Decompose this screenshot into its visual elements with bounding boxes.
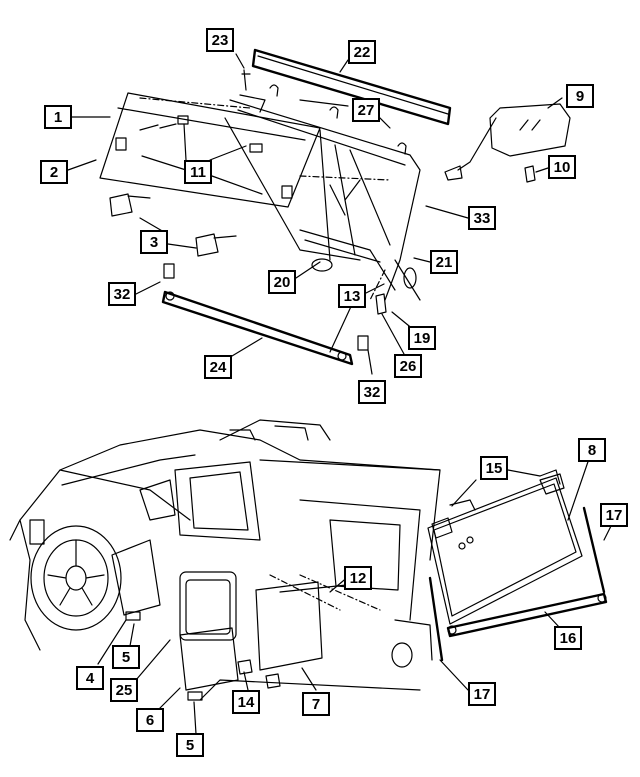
- header-seal: [251, 48, 452, 126]
- liftgate-struts: [428, 506, 608, 662]
- callout-5-bottom: 5: [176, 733, 204, 757]
- callout-13: 13: [338, 284, 366, 308]
- side-glass: [111, 539, 381, 701]
- callout-16: 16: [554, 626, 582, 650]
- callout-9: 9: [566, 84, 594, 108]
- callout-4: 4: [76, 666, 104, 690]
- callout-21: 21: [430, 250, 458, 274]
- windshield-frame: [224, 94, 421, 301]
- callout-22: 22: [348, 40, 376, 64]
- callout-24: 24: [204, 355, 232, 379]
- callout-14: 14: [232, 690, 260, 714]
- liftgate-glass: [427, 469, 583, 625]
- callout-15: 15: [480, 456, 508, 480]
- dash-lines: [139, 97, 391, 301]
- callout-27: 27: [352, 98, 380, 122]
- callout-32-top: 32: [108, 282, 136, 306]
- callout-12: 12: [344, 566, 372, 590]
- callout-17-bottom: 17: [468, 682, 496, 706]
- callout-32-bottom: 32: [358, 380, 386, 404]
- cowl-seal: [161, 290, 354, 366]
- hinges: [109, 193, 387, 351]
- callout-1: 1: [44, 105, 72, 129]
- callout-33: 33: [468, 206, 496, 230]
- callout-2: 2: [40, 160, 68, 184]
- callout-7: 7: [302, 692, 330, 716]
- callout-8: 8: [578, 438, 606, 462]
- mirror: [444, 103, 571, 183]
- leader-lines: [67, 53, 615, 735]
- callout-3: 3: [140, 230, 168, 254]
- clips: [241, 69, 407, 155]
- callout-23: 23: [206, 28, 234, 52]
- callout-17-top: 17: [600, 503, 628, 527]
- callout-20: 20: [268, 270, 296, 294]
- callout-6: 6: [136, 708, 164, 732]
- windshield-glass: [99, 92, 321, 208]
- callout-11: 11: [184, 160, 212, 184]
- callout-10: 10: [548, 155, 576, 179]
- callout-19: 19: [408, 326, 436, 350]
- callout-25: 25: [110, 678, 138, 702]
- callout-26: 26: [394, 354, 422, 378]
- vehicle-body: [9, 419, 441, 701]
- callout-5-top: 5: [112, 645, 140, 669]
